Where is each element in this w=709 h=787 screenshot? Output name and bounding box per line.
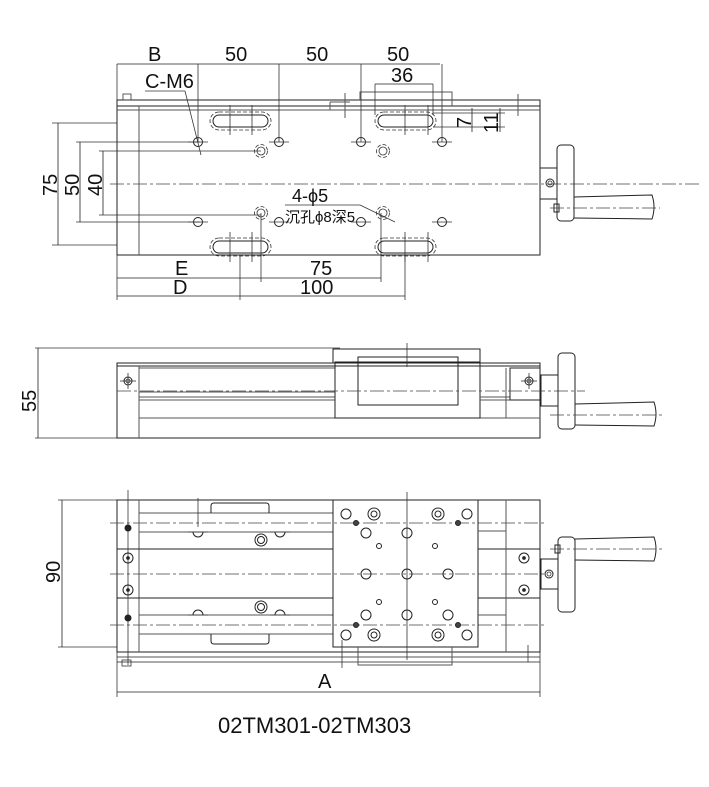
top-dimension-lines (52, 63, 505, 300)
dim-label-75-height: 75 (40, 174, 62, 196)
dim-label-E: E (175, 258, 188, 280)
dim-label-7: 7 (454, 117, 476, 128)
thread-label-c-m6: C-M6 (145, 71, 194, 93)
dim-label-40-height: 40 (85, 174, 107, 196)
dim-label-50-height: 50 (62, 174, 84, 196)
slot-upper-right (374, 105, 437, 135)
handwheel-top (539, 144, 660, 222)
dim-label-11: 11 (481, 112, 503, 133)
dim-label-90: 90 (43, 561, 65, 583)
drawing-title: 02TM301-02TM303 (218, 713, 411, 738)
front-view: 90 (43, 490, 662, 697)
dim-label-50-2: 50 (306, 44, 328, 66)
counterbore-callout-line1: 4-ϕ5 (292, 186, 328, 206)
slot-upper-left (209, 105, 272, 135)
carriage-holes (340, 507, 473, 642)
dim-label-50-1: 50 (225, 44, 247, 66)
top-view: B 50 50 50 36 C-M6 7 11 75 50 40 E D 75 … (40, 44, 700, 300)
handwheel-side (540, 352, 662, 430)
dim-label-A: A (318, 671, 332, 693)
slot-lower-right (374, 232, 437, 262)
dim-label-75-span: 75 (310, 258, 332, 280)
counterbore-callout-line2: 沉孔ϕ8深5 (285, 209, 355, 226)
dim-label-36: 36 (391, 65, 413, 87)
dim-label-B: B (148, 44, 161, 66)
dim-label-100-span: 100 (300, 277, 333, 299)
handwheel-front (540, 536, 662, 613)
side-view: 55 (19, 343, 662, 439)
dim-label-55: 55 (19, 390, 41, 412)
dim-label-D: D (173, 277, 187, 299)
slot-lower-left (209, 232, 272, 262)
top-base-outline (116, 99, 541, 256)
dim-label-50-3: 50 (387, 44, 409, 66)
